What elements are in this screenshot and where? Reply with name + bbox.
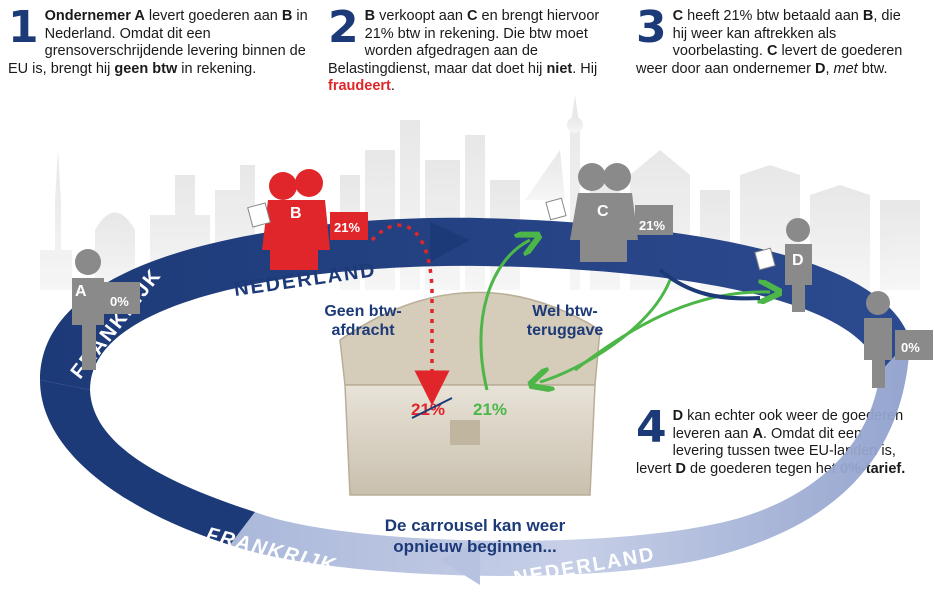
green-flow-arrow-2 [540,279,672,382]
label-wel-teruggave: Wel btw- teruggave [526,303,604,339]
person-a: A 0% [72,249,140,370]
green-flow-arrow-1 [479,240,530,391]
step-4-text: D kan echter ook weer de goederen levere… [636,408,906,477]
person-b-letter: B [290,205,302,222]
person-a-return: 0% [864,291,933,388]
green-flow-arrow-3 [574,292,770,372]
treasure-chest [339,291,601,496]
person-c-pct: 21% [639,218,665,233]
person-b-pct: 21% [334,220,360,235]
step-2: 2 B verkoopt aan C en brengt hiervoor 21… [328,2,614,96]
ring-top [40,217,910,390]
step-number-4: 4 [636,402,667,453]
step-number-3: 3 [636,2,667,53]
person-c-letter: C [597,203,609,220]
step-2-text: B verkoopt aan C en brengt hiervoor 21% … [328,8,600,94]
label-geen-afdracht: Geen btw- afdracht [324,303,402,339]
ring-left [40,380,255,545]
ring-bottom [230,340,910,576]
step-1: 1 Ondernemer A levert goederen aan B in … [8,2,308,78]
ring-arrow-bottom [440,540,480,585]
blue-flow-arrow [658,268,761,301]
person-d: D [754,218,812,312]
step-3: 3 C heeft 21% btw betaald aan B, die hij… [636,2,916,78]
person-b: B 21% [247,169,368,270]
chest-pct-green: 21% [473,400,507,419]
step-number-2: 2 [328,2,359,53]
step-4: 4 D kan echter ook weer de goederen leve… [636,402,914,478]
person-d-letter: D [792,252,804,269]
person-c: C 21% [545,163,673,262]
person-a-letter: A [75,283,87,300]
red-flow-arrow [370,223,450,406]
step-3-text: C heeft 21% btw betaald aan B, die hij w… [636,8,903,77]
person-return-pct: 0% [901,340,920,355]
step-1-text: Ondernemer A levert goederen aan B in Ne… [8,8,308,77]
ring-arrow-top [430,222,470,262]
person-a-pct: 0% [110,294,129,309]
strike-line [411,397,453,419]
step-number-1: 1 [8,2,39,53]
label-carrousel: De carrousel kan weer opnieuw beginnen..… [384,516,566,556]
